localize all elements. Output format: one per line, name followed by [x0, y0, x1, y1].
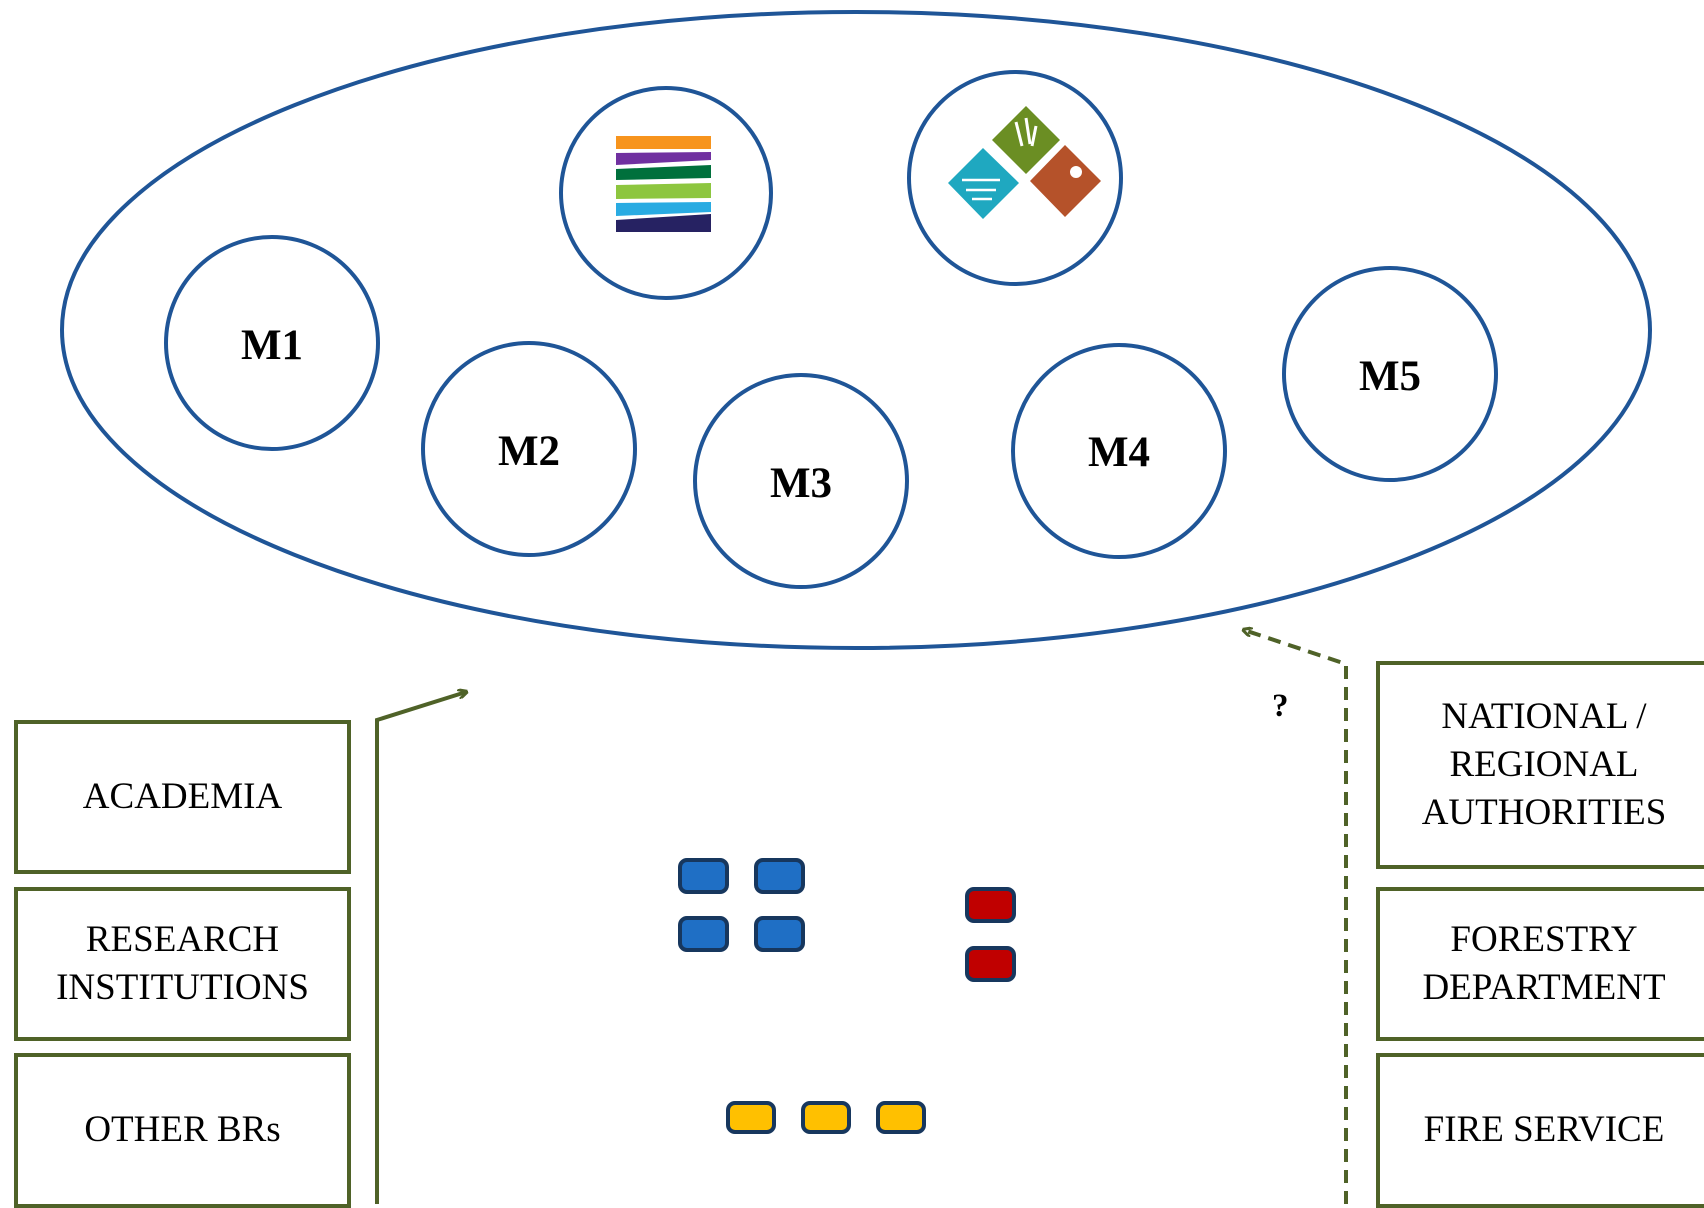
stakeholder-label-national-regional-authorities: NATIONAL / REGIONAL AUTHORITIES	[1421, 695, 1667, 834]
module-label-m5: M5	[1359, 353, 1421, 400]
module-label-m3: M3	[770, 460, 832, 507]
actor-square-yellow	[726, 1101, 776, 1134]
actor-square-blue	[678, 858, 729, 894]
actor-square-yellow	[876, 1101, 926, 1134]
right-dashed-link-arrow	[1244, 630, 1348, 1204]
stakeholder-label-forestry-department: FORESTRY DEPARTMENT	[1422, 918, 1666, 1008]
actor-square-blue	[678, 916, 729, 952]
stakeholder-box-fire-service: FIRE SERVICE	[1376, 1053, 1704, 1208]
module-label-m2: M2	[498, 428, 560, 475]
stakeholder-box-national-regional-authorities: NATIONAL / REGIONAL AUTHORITIES	[1376, 661, 1704, 869]
left-link-arrow	[375, 692, 466, 1204]
stakeholder-label-fire-service: FIRE SERVICE	[1423, 1109, 1665, 1151]
actor-square-blue	[754, 916, 805, 952]
stakeholder-label-research-institutions: RESEARCH INSTITUTIONS	[56, 918, 309, 1008]
module-circle-m2: M2	[421, 341, 637, 557]
diamond-tiles-logo-icon	[948, 106, 1101, 219]
logo-circle-diamonds	[907, 70, 1123, 286]
logo-circle-stripes	[559, 86, 773, 300]
stakeholder-label-other-brs: OTHER BRs	[84, 1109, 281, 1151]
stakeholder-box-academia: ACADEMIA	[14, 720, 351, 874]
stakeholder-box-forestry-department: FORESTRY DEPARTMENT	[1376, 887, 1704, 1041]
module-label-m1: M1	[241, 322, 303, 369]
module-circle-m1: M1	[164, 235, 380, 451]
actor-square-yellow	[801, 1101, 851, 1134]
actor-square-blue	[754, 858, 805, 894]
module-circle-m3: M3	[693, 373, 909, 589]
stakeholder-label-academia: ACADEMIA	[82, 775, 283, 817]
actor-square-red	[965, 887, 1016, 923]
striped-bands-logo-icon	[616, 136, 711, 232]
module-label-m4: M4	[1088, 429, 1150, 476]
uncertain-link-label: ?	[1272, 688, 1289, 724]
stakeholder-box-research-institutions: RESEARCH INSTITUTIONS	[14, 887, 351, 1041]
module-circle-m4: M4	[1011, 343, 1227, 559]
stakeholder-box-other-brs: OTHER BRs	[14, 1053, 351, 1208]
network-ellipse	[60, 10, 1652, 650]
actor-square-red	[965, 946, 1016, 982]
module-circle-m5: M5	[1282, 266, 1498, 482]
